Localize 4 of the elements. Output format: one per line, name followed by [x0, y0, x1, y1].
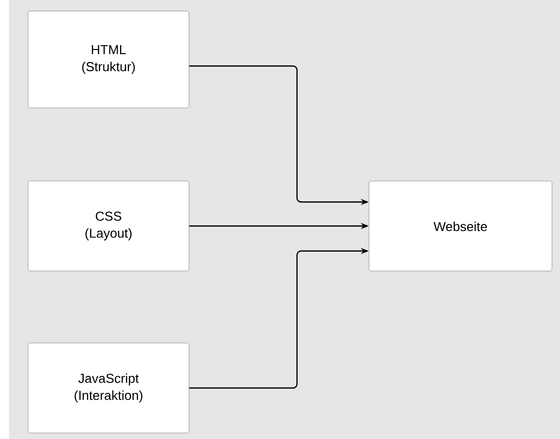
process-box: CSS (Layout) [28, 180, 190, 272]
process-box: JavaScript (Interaktion) [28, 342, 190, 434]
process-box: HTML (Struktur) [28, 10, 190, 108]
process-box: Webseite [368, 180, 552, 272]
